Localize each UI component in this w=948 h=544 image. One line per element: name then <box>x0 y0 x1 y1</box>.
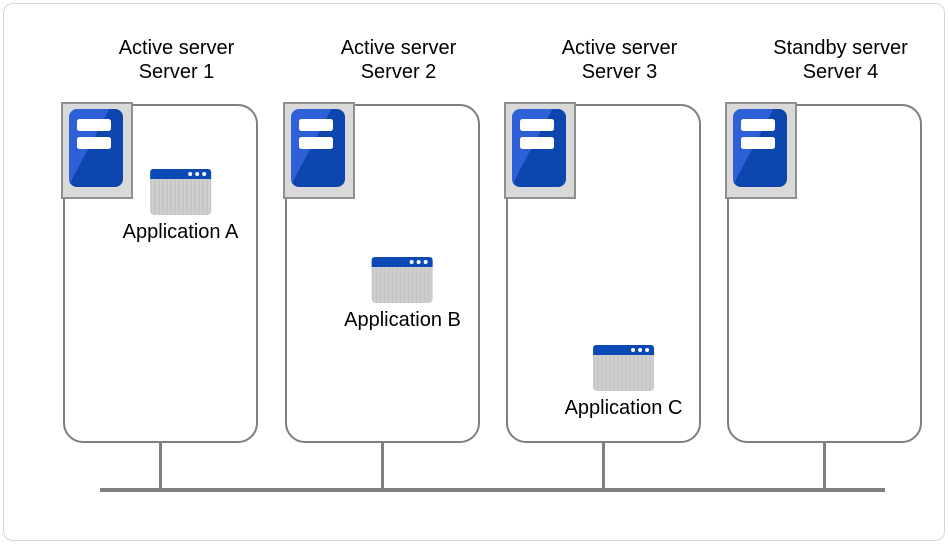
connector-stub-2 <box>381 441 384 490</box>
app-window-titlebar <box>593 345 654 355</box>
connector-stub-1 <box>159 441 162 490</box>
server-icon-slot <box>299 119 333 131</box>
server-role-label: Active server <box>118 37 235 59</box>
server-icon <box>512 109 566 187</box>
server-icon-slot <box>741 119 775 131</box>
server-icon <box>733 109 787 187</box>
app-window-icon <box>372 257 433 303</box>
window-dots-icon <box>187 172 206 176</box>
app-label: Application A <box>122 221 239 243</box>
app-window-body <box>593 355 654 391</box>
server-group-3: Active server Server 3 Application C <box>504 0 701 544</box>
window-dots-icon <box>631 348 649 352</box>
server-icon <box>291 109 345 187</box>
server-name-label: Server 3 <box>581 61 658 83</box>
server-icon <box>69 109 123 187</box>
server-icon-slot <box>520 137 554 149</box>
server-icon-slot <box>299 137 333 149</box>
server-title-1: Active server Server 1 <box>79 36 274 84</box>
server-icon-plate <box>283 102 355 199</box>
connector-stub-4 <box>823 441 826 490</box>
application-a: Application A <box>122 169 239 244</box>
server-name-label: Server 4 <box>802 61 879 83</box>
app-window-icon <box>149 169 211 215</box>
server-icon-plate <box>61 102 133 199</box>
connector-stub-3 <box>602 441 605 490</box>
network-bus-line <box>100 488 885 492</box>
server-title-4: Standby server Server 4 <box>743 36 938 84</box>
server-box-3: Application C <box>504 102 701 443</box>
app-window-titlebar <box>372 257 433 267</box>
server-group-2: Active server Server 2 Application B <box>283 0 480 544</box>
server-name-label: Server 1 <box>138 61 215 83</box>
server-title-3: Active server Server 3 <box>522 36 717 84</box>
server-icon-slot <box>520 119 554 131</box>
server-icon-plate <box>504 102 576 199</box>
server-title-2: Active server Server 2 <box>301 36 496 84</box>
app-window-body <box>149 179 211 215</box>
server-name-label: Server 2 <box>360 61 437 83</box>
server-role-label: Standby server <box>773 37 908 59</box>
application-c: Application C <box>564 345 683 420</box>
window-dots-icon <box>410 260 428 264</box>
diagram-frame <box>3 3 945 541</box>
application-b: Application B <box>344 257 461 332</box>
server-group-1: Active server Server 1 Application A <box>61 0 258 544</box>
app-label: Application C <box>564 397 683 419</box>
server-role-label: Active server <box>561 37 678 59</box>
app-label: Application B <box>344 309 461 331</box>
server-box-2: Application B <box>283 102 480 443</box>
app-window-icon <box>593 345 654 391</box>
server-group-4: Standby server Server 4 <box>725 0 922 544</box>
server-box-1: Application A <box>61 102 258 443</box>
server-icon-slot <box>77 119 111 131</box>
server-icon-slot <box>741 137 775 149</box>
app-window-titlebar <box>149 169 211 179</box>
server-box-4 <box>725 102 922 443</box>
app-window-body <box>372 267 433 303</box>
server-icon-plate <box>725 102 797 199</box>
server-role-label: Active server <box>340 37 457 59</box>
server-icon-slot <box>77 137 111 149</box>
